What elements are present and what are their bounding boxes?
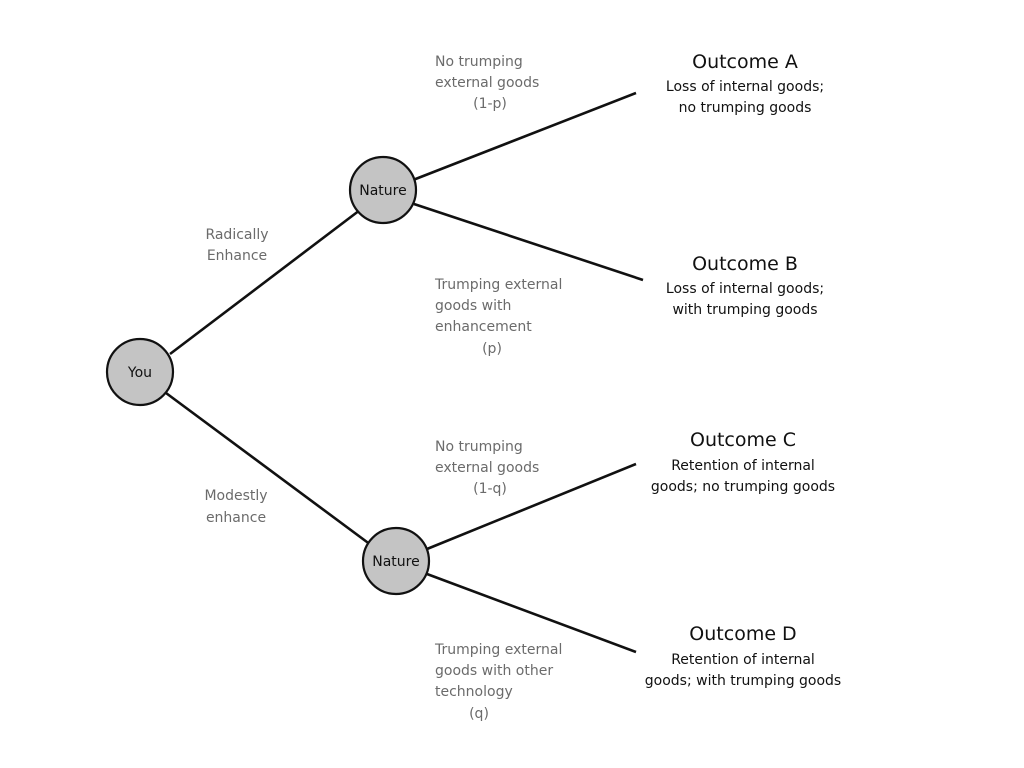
choice-modest-line: Modestly — [204, 488, 267, 504]
chance-probability: (q) — [469, 706, 489, 722]
chance-label-bottom-lower: Trumping external goods with other techn… — [434, 642, 562, 722]
outcome-description-line: Retention of internal — [671, 458, 815, 474]
chance-label-line: No trumping — [435, 439, 523, 455]
node-you: You — [105, 337, 175, 407]
outcome-title: Outcome B — [692, 253, 798, 275]
outcome-title: Outcome A — [692, 51, 798, 73]
decision-node-circle — [105, 337, 175, 407]
choice-modest-line: enhance — [206, 510, 266, 526]
chance-label-line: technology — [435, 684, 513, 700]
node-nature-bottom: Nature — [361, 526, 431, 596]
choice-label-modest: Modestly enhance — [204, 488, 267, 526]
chance-label-line: external goods — [435, 460, 539, 476]
outcome-d: Outcome D Retention of internal goods; w… — [645, 623, 841, 689]
node-you-label: You — [127, 365, 152, 381]
chance-probability: (p) — [482, 341, 502, 357]
chance-node-circle — [361, 526, 431, 596]
chance-label-line: enhancement — [435, 319, 532, 335]
node-nature-top: Nature — [348, 155, 418, 225]
chance-probability: (1-p) — [473, 96, 507, 112]
chance-node-circle — [348, 155, 418, 225]
chance-label-line: Trumping external — [434, 277, 562, 293]
chance-label-line: Trumping external — [434, 642, 562, 658]
choice-label-radical: Radically Enhance — [205, 227, 268, 264]
outcome-description-line: Loss of internal goods; — [666, 79, 824, 95]
node-nature-top-label: Nature — [359, 183, 406, 199]
chance-label-line: goods with other — [435, 663, 553, 679]
chance-label-top-upper: No trumping external goods (1-p) — [435, 54, 539, 112]
chance-probability: (1-q) — [473, 481, 507, 497]
chance-label-top-lower: Trumping external goods with enhancement… — [434, 277, 562, 357]
edge-nature-top-to-outcome-b — [413, 202, 644, 282]
chance-label-line: goods with — [435, 298, 511, 314]
outcome-a: Outcome A Loss of internal goods; no tru… — [666, 51, 824, 116]
edge-you-to-nature-bottom — [165, 391, 372, 547]
choice-radical-line: Radically — [205, 227, 268, 243]
tree-edges — [165, 91, 644, 654]
outcome-b: Outcome B Loss of internal goods; with t… — [666, 253, 824, 318]
outcome-description-line: with trumping goods — [672, 302, 817, 318]
outcome-title: Outcome C — [690, 429, 796, 451]
chance-label-line: No trumping — [435, 54, 523, 70]
chance-label-line: external goods — [435, 75, 539, 91]
outcome-c: Outcome C Retention of internal goods; n… — [651, 429, 835, 495]
chance-label-bottom-upper: No trumping external goods (1-q) — [435, 439, 539, 497]
outcome-title: Outcome D — [689, 623, 796, 645]
node-nature-bottom-label: Nature — [372, 554, 419, 570]
outcome-description-line: no trumping goods — [679, 100, 812, 116]
choice-radical-line: Enhance — [207, 248, 267, 264]
edge-nature-top-to-outcome-a — [412, 91, 637, 182]
edge-nature-bottom-to-outcome-d — [426, 572, 637, 654]
outcome-description-line: Loss of internal goods; — [666, 281, 824, 297]
edge-nature-bottom-to-outcome-c — [426, 462, 637, 551]
outcome-description-line: Retention of internal — [671, 652, 815, 668]
outcome-description-line: goods; with trumping goods — [645, 673, 841, 689]
outcome-description-line: goods; no trumping goods — [651, 479, 835, 495]
edge-you-to-nature-top — [169, 208, 361, 356]
